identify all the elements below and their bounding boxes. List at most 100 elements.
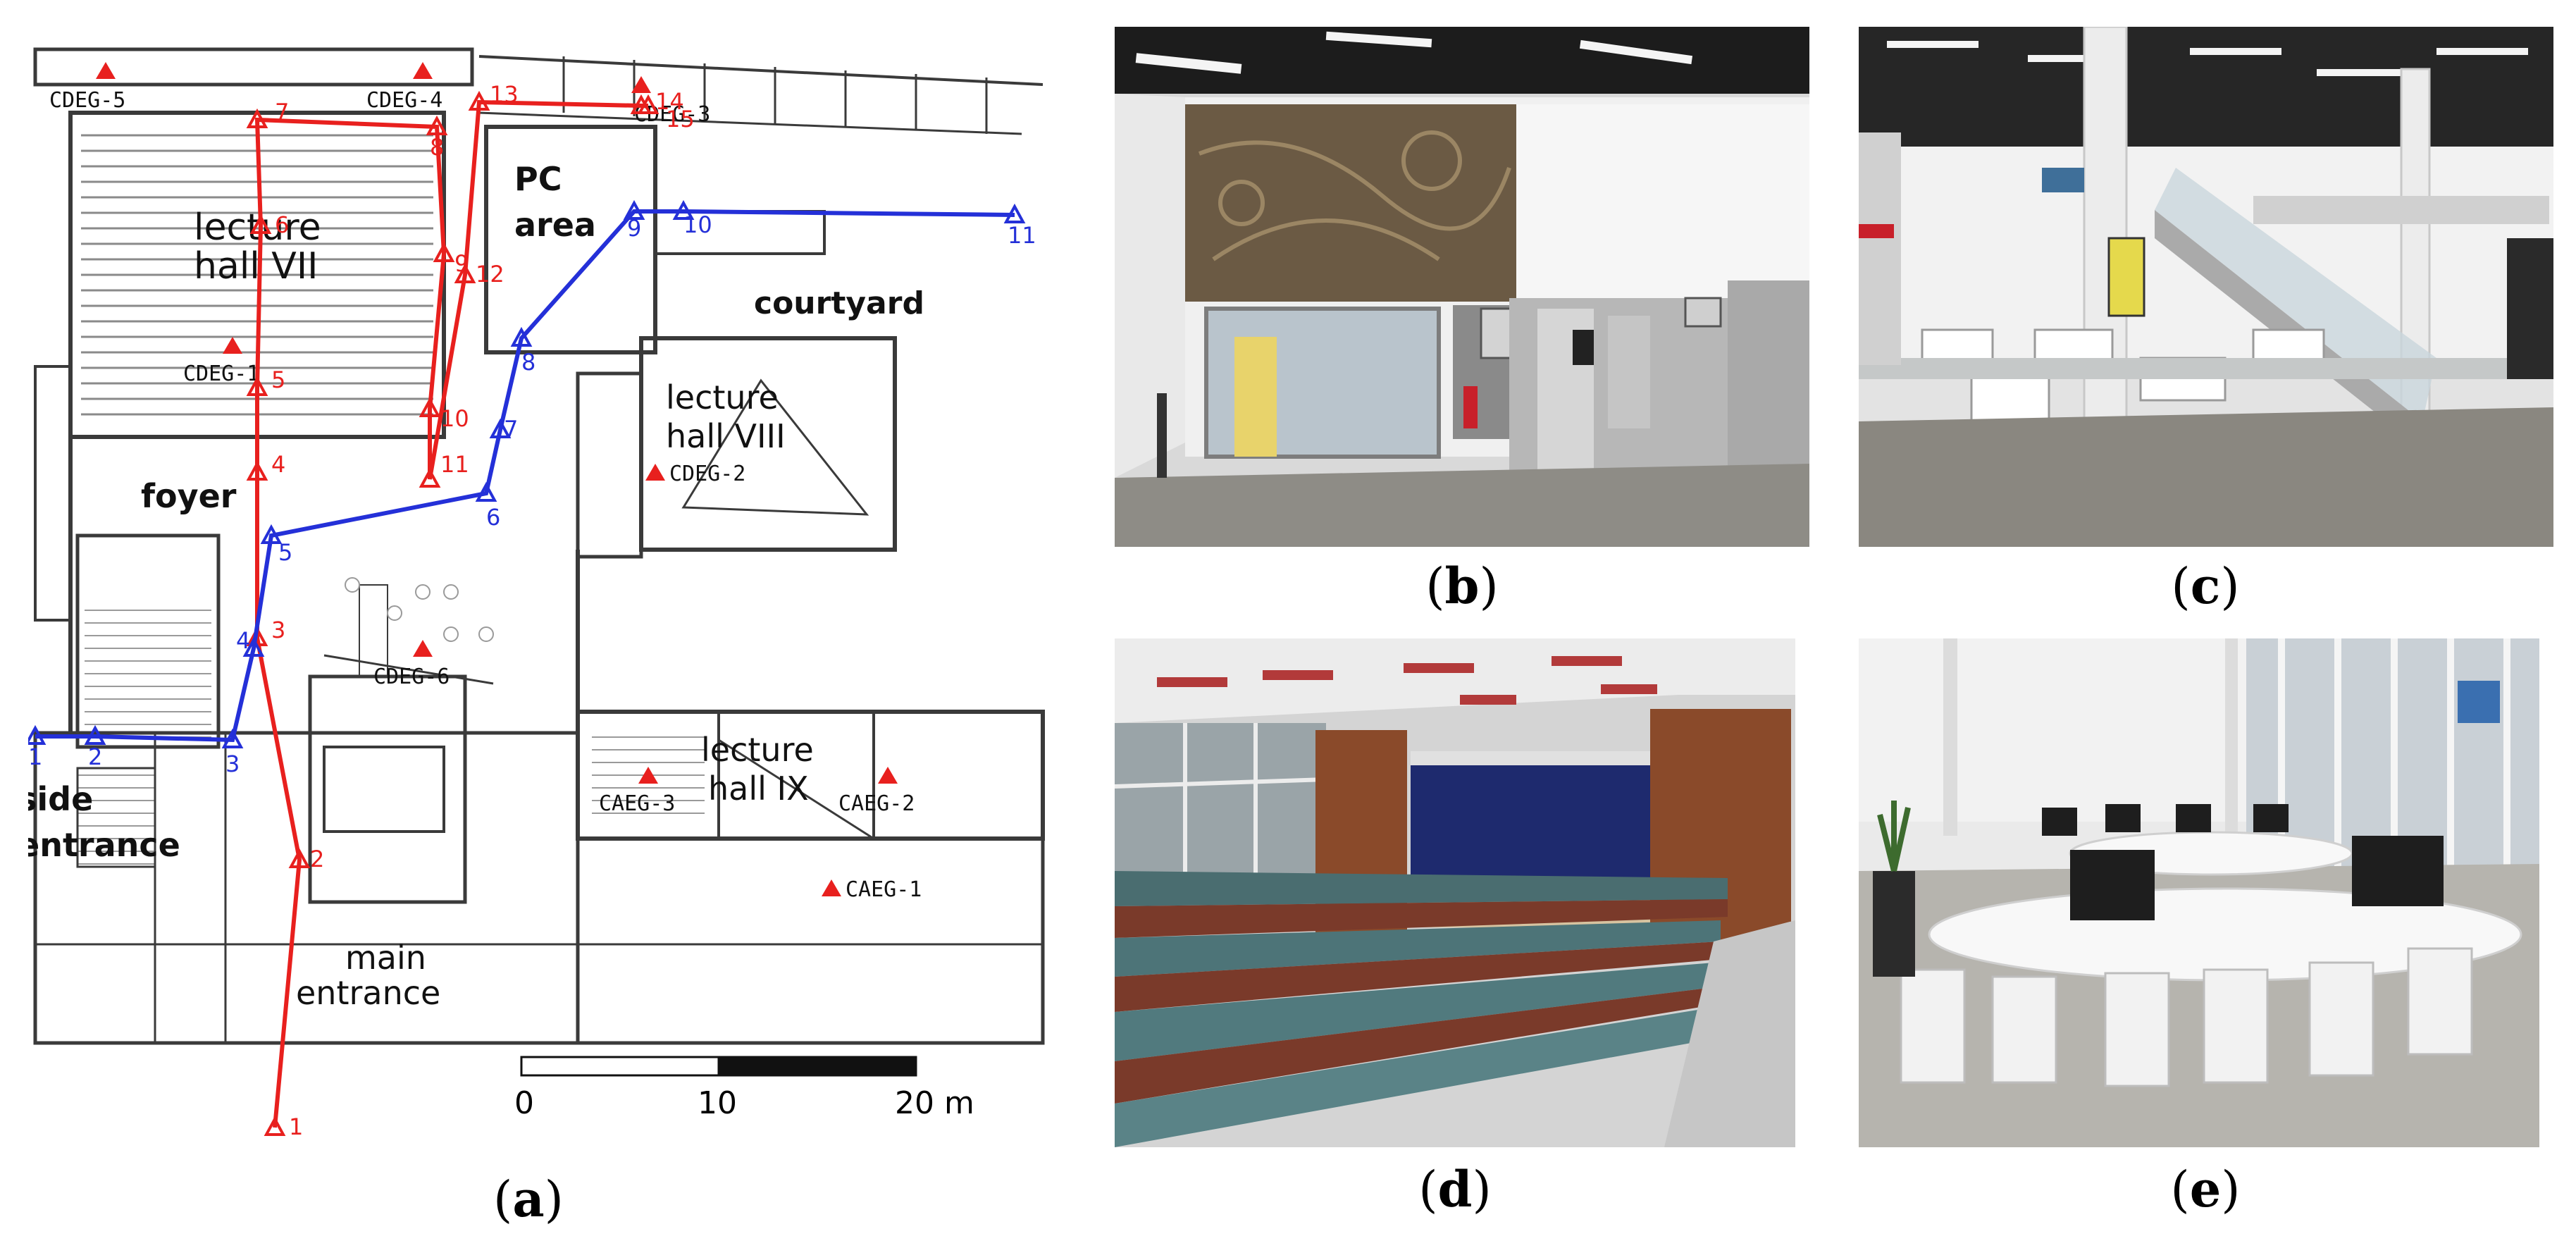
blue-path-point [221, 728, 244, 748]
antenna-marker [96, 62, 116, 79]
antenna-marker [822, 879, 841, 896]
red-path-label: 12 [476, 261, 504, 288]
caption-a: (a) [493, 1170, 564, 1228]
blue-path-point [242, 636, 265, 657]
blue-path-label: 9 [627, 215, 641, 242]
photo-b-foyer [1115, 27, 1809, 547]
blue-path-point [84, 724, 106, 745]
red-path-label: 11 [440, 451, 469, 478]
scale-bar-black [717, 1056, 917, 1077]
pc-area-label-2: area [514, 206, 596, 244]
red-path-label: 13 [490, 81, 519, 108]
main-entrance-label: main [345, 939, 426, 977]
antenna-marker [631, 76, 651, 93]
antenna-label: CDEG-1 [183, 362, 259, 386]
red-path-point [264, 1116, 286, 1136]
red-path-point [426, 115, 448, 135]
lecture-hall-vii-label: lecture [194, 206, 321, 249]
antenna-label: CDEG-6 [373, 665, 450, 689]
red-path-point [246, 460, 268, 481]
photo-e-pc-area [1859, 638, 2539, 1147]
red-path-point [454, 263, 476, 283]
lecture-hall-ix-label-2: hall IX [708, 770, 809, 808]
caption-d: (d) [1418, 1160, 1492, 1218]
scale-tick-20: 20 m [895, 1085, 974, 1121]
blue-path-label: 4 [236, 627, 250, 654]
blue-path-label: 8 [521, 349, 535, 376]
blue-path-point [510, 326, 533, 347]
scale-tick-10: 10 [698, 1085, 737, 1121]
blue-path-point [475, 481, 497, 502]
red-path-line [254, 99, 648, 1128]
blue-path-label: 5 [278, 539, 292, 566]
blue-path-point [28, 724, 47, 745]
red-path-point [468, 90, 490, 111]
caption-c: (c) [2171, 557, 2240, 615]
red-path-label: 4 [271, 451, 285, 478]
red-path-label: 10 [440, 405, 469, 432]
red-path-point [246, 108, 268, 128]
photo-d-lecture-hall [1115, 638, 1795, 1147]
main-entrance-label-2: entrance [296, 974, 440, 1012]
red-path-point [637, 94, 660, 114]
antenna-marker [413, 640, 433, 657]
blue-path-label: 10 [683, 211, 712, 238]
blue-path-point [1003, 203, 1026, 223]
antenna-marker [645, 464, 665, 481]
caption-b: (b) [1425, 557, 1499, 615]
antenna-marker [878, 767, 898, 784]
red-path-point [419, 397, 441, 417]
floor-plan-map: lecture hall VII PC area courtyard lectu… [28, 47, 1045, 1140]
side-entrance-label: side [28, 780, 93, 818]
red-path-label: 8 [430, 134, 444, 161]
blue-path-label: 11 [1008, 222, 1036, 249]
red-path-label: 6 [275, 211, 289, 238]
red-path-label: 7 [275, 99, 289, 125]
red-path-label: 14 [655, 88, 684, 115]
lecture-hall-ix-label: lecture [701, 731, 814, 769]
red-path-label: 9 [454, 250, 469, 277]
red-path-label: 1 [289, 1113, 303, 1140]
red-path-point [419, 467, 441, 488]
lecture-hall-viii-label: lecture [666, 378, 779, 416]
scale-bar-white [520, 1056, 720, 1077]
antenna-marker [413, 62, 433, 79]
blue-path-line [35, 209, 1015, 743]
red-path-label: 5 [271, 366, 285, 393]
red-path-label: 2 [310, 846, 324, 872]
lecture-hall-viii-label-2: hall VIII [666, 417, 786, 455]
blue-path-label: 3 [225, 751, 240, 777]
red-path-point [288, 848, 311, 868]
scale-tick-0: 0 [514, 1085, 534, 1121]
blue-path-point [489, 418, 512, 438]
blue-path-label: 1 [28, 743, 42, 770]
antenna-marker [223, 337, 242, 354]
red-path-label: 15 [666, 106, 695, 132]
red-path-point [246, 376, 268, 396]
caption-e: (e) [2170, 1160, 2241, 1218]
blue-path-point [672, 199, 695, 220]
pc-area-label: PC [514, 160, 562, 198]
scale-bar: 0 10 20 m [514, 1056, 974, 1121]
room-labels: lecture hall VII PC area courtyard lectu… [28, 160, 924, 1012]
foyer-label: foyer [141, 477, 237, 515]
red-path-point [433, 242, 455, 262]
antenna-label: CAEG-2 [838, 791, 915, 816]
blue-path-label: 7 [504, 416, 518, 443]
side-entrance-label-2: entrance [28, 826, 180, 864]
blue-path-point [260, 524, 283, 544]
red-path-label: 3 [271, 617, 285, 643]
photo-c-stairs [1859, 27, 2553, 547]
antenna-label: CAEG-1 [846, 877, 922, 902]
blue-path-label: 6 [486, 504, 500, 531]
blue-path-label: 2 [88, 743, 102, 770]
lecture-hall-vii-label-2: hall VII [194, 245, 318, 288]
antenna-label: CAEG-3 [599, 791, 675, 816]
blue-path-point [623, 199, 645, 220]
red-path-point [249, 214, 272, 234]
antenna-label: CDEG-2 [669, 462, 745, 486]
antenna-marker [638, 767, 658, 784]
